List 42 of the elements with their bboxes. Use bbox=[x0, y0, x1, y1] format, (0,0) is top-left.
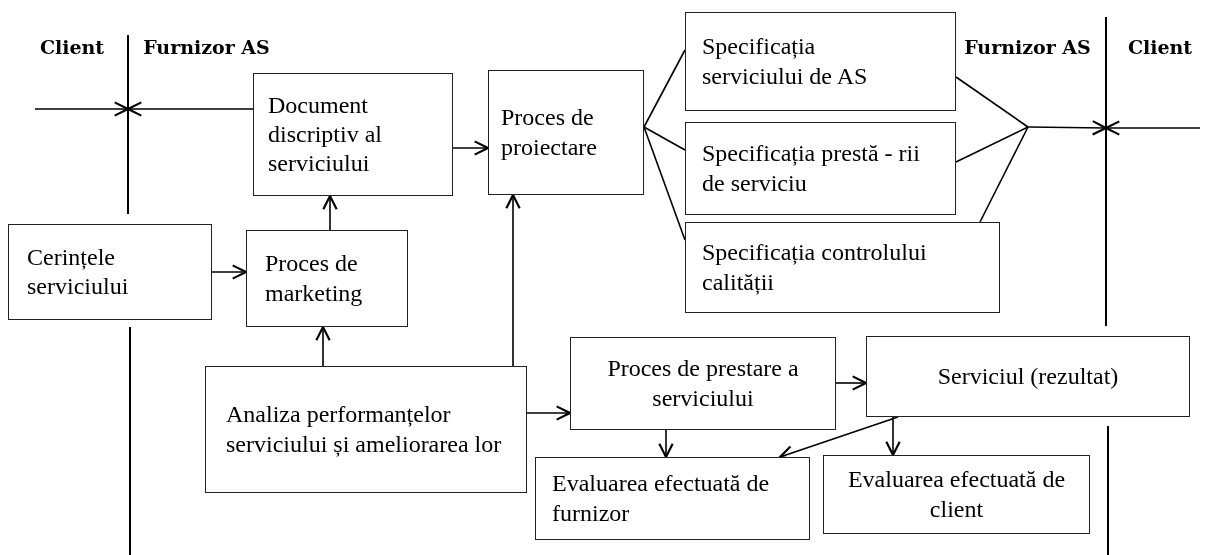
arrow bbox=[211, 264, 248, 280]
arrow bbox=[885, 416, 901, 457]
node-text: Evaluarea efectuată de client bbox=[846, 465, 1067, 524]
lane-label: Client bbox=[38, 35, 106, 60]
process-box bbox=[488, 70, 644, 195]
node-text: Specificația prestă - rii de serviciu bbox=[702, 139, 921, 198]
node-text: Document discriptiv al serviciului bbox=[268, 90, 383, 179]
lane-label: Furnizor AS bbox=[963, 35, 1092, 60]
arrow bbox=[658, 429, 674, 459]
process-box bbox=[685, 122, 956, 215]
connector-line bbox=[979, 126, 1029, 223]
process-box bbox=[866, 336, 1190, 417]
arrow bbox=[835, 375, 868, 391]
node-text: Evaluarea efectuată de furnizor bbox=[552, 469, 771, 528]
node-text: Analiza performanțelor serviciului și ameliorarea lor bbox=[226, 400, 503, 459]
node-text: Proces de prestare a serviciului bbox=[606, 354, 800, 413]
process-box bbox=[535, 457, 810, 540]
arrow bbox=[505, 193, 521, 367]
process-box bbox=[253, 73, 453, 196]
arrow bbox=[1027, 120, 1108, 136]
process-box bbox=[685, 222, 1000, 313]
connector-line bbox=[955, 126, 1029, 163]
arrow bbox=[526, 405, 572, 421]
arrow bbox=[322, 194, 338, 231]
lane-label: Client bbox=[1126, 35, 1194, 60]
node-text: Serviciul (rezultat) bbox=[937, 361, 1119, 391]
process-box bbox=[8, 224, 212, 320]
process-box bbox=[570, 337, 836, 430]
node-text: Specificația controlului calității bbox=[702, 238, 928, 297]
arrow bbox=[126, 101, 254, 117]
arrow bbox=[452, 140, 490, 156]
node-text: Proces de marketing bbox=[265, 249, 364, 308]
node-text: Proces de proiectare bbox=[501, 103, 598, 162]
process-box bbox=[685, 12, 956, 111]
process-box bbox=[246, 230, 408, 327]
connector-line bbox=[955, 76, 1029, 128]
lane-label: Furnizor AS bbox=[142, 35, 271, 60]
process-box bbox=[823, 455, 1090, 534]
process-box bbox=[205, 366, 527, 493]
arrow bbox=[315, 325, 331, 367]
node-text: Specificația serviciului de AS bbox=[702, 32, 869, 91]
node-text: Cerințele serviciului bbox=[27, 242, 130, 301]
